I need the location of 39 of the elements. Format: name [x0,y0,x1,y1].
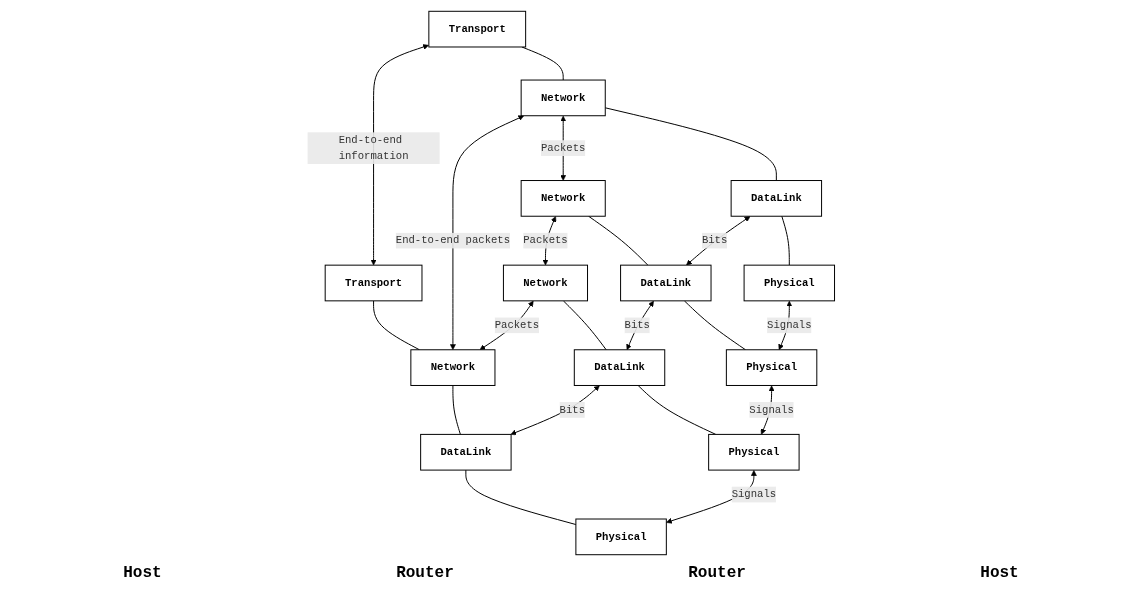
connector [781,215,790,266]
edge-label: Bits [559,403,586,416]
connector [683,300,747,351]
edge-label: Packets [540,142,586,155]
edge-label: Bits [624,319,650,332]
device-label: Host [123,564,162,582]
edge-label: Packets [494,319,540,332]
node-box: Transport [428,10,527,48]
node-box: Network [520,79,606,117]
edge-label: End-to-end information [338,134,409,163]
edge-label: Bits [701,234,728,247]
edge-label: Signals [767,319,812,332]
node-box: Transport [324,264,423,302]
device-label: Router [396,564,454,582]
edge-label: Signals [749,403,794,416]
connector [562,300,607,351]
connector [452,384,461,435]
connector [465,469,577,526]
device-label: Host [980,564,1019,582]
node-box: Physical [743,264,836,302]
node-box: Network [410,349,496,386]
node-box: Physical [708,433,800,471]
connector [604,107,777,182]
node-box: DataLink [730,180,823,217]
connector [373,300,420,351]
node-box: DataLink [420,433,512,471]
node-box: Network [502,264,589,302]
connector [521,46,564,81]
node-box: Physical [725,349,818,386]
connector [588,215,649,266]
edge-label: Signals [731,488,777,501]
node-box: Network [520,180,606,217]
node-box: DataLink [620,264,712,302]
node-box: Physical [575,518,667,556]
device-label: Router [688,564,746,582]
node-box: DataLink [573,349,666,386]
connector [637,384,717,435]
edge-label: End-to-end packets [395,234,511,247]
edge-label: Packets [523,234,568,247]
